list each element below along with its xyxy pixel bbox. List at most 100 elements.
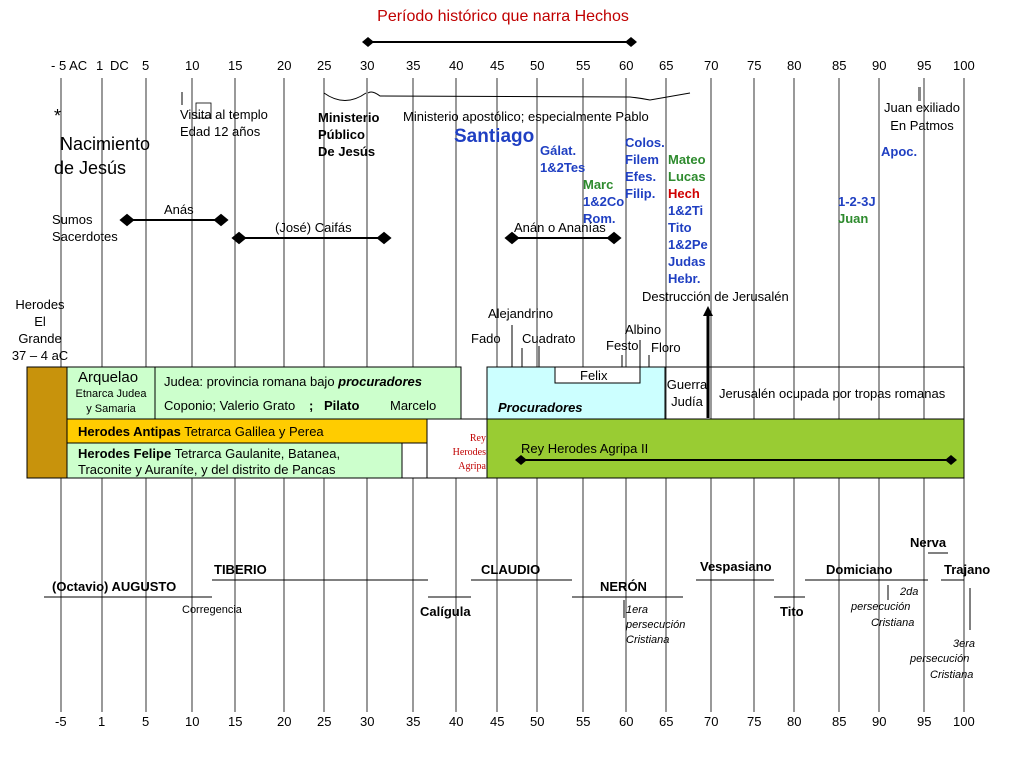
book-peter: 1&2Pe xyxy=(668,237,708,252)
procurator-festo: Festo xyxy=(606,338,639,353)
top-axis-tick: 15 xyxy=(228,58,243,73)
emperor-claudio: CLAUDIO xyxy=(481,562,541,577)
marcelo-label: Marcelo xyxy=(390,398,437,413)
judea-province-label: Judea: provincia romana bajo procuradore… xyxy=(164,374,422,389)
book-hebrews: Hebr. xyxy=(668,271,701,286)
top-axis-tick: 65 xyxy=(659,58,674,73)
herodes-line2: El xyxy=(34,314,46,329)
top-axis-tick: 70 xyxy=(704,58,719,73)
bottom-axis-tick: -5 xyxy=(55,714,67,729)
bottom-axis-tick: 100 xyxy=(953,714,975,729)
procuradores-italic: procuradores xyxy=(338,374,422,389)
persecution2-line3: Cristiana xyxy=(871,617,915,629)
book-galatians: Gálat. xyxy=(540,143,577,158)
top-axis-tick: - 5 AC xyxy=(51,58,88,73)
arquelao-sub2: y Samaria xyxy=(86,403,136,415)
book-timothy: 1&2Ti xyxy=(668,203,704,218)
ministry-line2: Público xyxy=(318,127,365,142)
book-matthew: Mateo xyxy=(668,152,706,167)
emperor-domiciano: Domiciano xyxy=(826,562,893,577)
santiago-label: Santiago xyxy=(454,126,535,147)
bottom-axis-tick: 15 xyxy=(228,714,243,729)
felix-box xyxy=(554,366,641,384)
bottom-axis-tick: 95 xyxy=(917,714,932,729)
felipe-block xyxy=(66,442,403,479)
felipe-gap xyxy=(401,442,428,479)
book-mark: Marc xyxy=(583,177,614,192)
bottom-axis-tick: 80 xyxy=(787,714,802,729)
agripa-i-block xyxy=(426,418,488,479)
judea-province-block xyxy=(154,366,462,420)
agripa-ii-label: Rey Herodes Agripa II xyxy=(521,441,649,456)
felipe-name: Herodes Felipe xyxy=(78,446,172,461)
bottom-axis-tick: 1 xyxy=(98,714,106,729)
agripa-ii-arrow xyxy=(515,455,957,465)
exile-line1: Juan exiliado xyxy=(884,100,960,115)
emperor-neron: NERÓN xyxy=(600,579,647,594)
ministry-line1: Ministerio xyxy=(318,110,380,125)
persecution1-line2: persecución xyxy=(626,619,686,631)
bottom-axis-tick: 5 xyxy=(142,714,150,729)
destruction-label: Destrucción de Jerusalén xyxy=(642,289,789,304)
book-corinthians: 1&2Co xyxy=(583,194,625,209)
bottom-axis-tick: 60 xyxy=(619,714,634,729)
exile-marker xyxy=(918,87,921,101)
top-axis-tick: 85 xyxy=(832,58,847,73)
emperor-tito: Tito xyxy=(780,604,804,619)
top-axis-tick: 55 xyxy=(576,58,591,73)
procurator-floro: Floro xyxy=(651,340,681,355)
antipas-name: Herodes Antipas xyxy=(78,424,181,439)
persecution1-line1: 1era xyxy=(626,604,649,616)
top-axis-tick: 35 xyxy=(406,58,421,73)
agripa-i-line3: Agripa xyxy=(458,461,486,472)
top-axis-tick: 75 xyxy=(747,58,762,73)
agripa-i-line1: Rey xyxy=(469,433,486,444)
priest-ananias: Anán o Ananías xyxy=(514,220,606,235)
top-axis-tick: 30 xyxy=(360,58,375,73)
temple-visit-line1: Visita al templo xyxy=(180,107,268,122)
priests-label-line2: Sacerdotes xyxy=(52,229,118,244)
ruler-blocks xyxy=(26,366,965,479)
book-jude: Judas xyxy=(668,254,706,269)
priest-anas: Anás xyxy=(164,202,194,217)
procurator-fado: Fado xyxy=(471,331,501,346)
top-axis-tick: 80 xyxy=(787,58,802,73)
procurator-cuadrato: Cuadrato xyxy=(522,331,576,346)
book-colossians: Colos. xyxy=(625,135,665,150)
arquelao-sub1: Etnarca Judea xyxy=(75,388,147,400)
top-axis-tick: 10 xyxy=(185,58,200,73)
book-philemon: Filem xyxy=(625,152,659,167)
top-axis-tick: 1 xyxy=(96,58,104,73)
herodes-line3: Grande xyxy=(18,331,62,346)
book-philippians: Filip. xyxy=(625,186,656,201)
destruction-arrow xyxy=(703,306,713,418)
herodes-line4: 37 – 4 aC xyxy=(11,348,69,363)
birth-label-line2: de Jesús xyxy=(54,158,127,178)
corregencia-label: Corregencia xyxy=(182,604,242,616)
procurator-albino: Albino xyxy=(625,322,662,337)
bottom-axis-tick: 20 xyxy=(277,714,292,729)
jerusalen-ocupada: Jerusalén ocupada por tropas romanas xyxy=(719,386,946,401)
antipas-label: Herodes Antipas Tetrarca Galilea y Perea xyxy=(78,424,324,439)
emperor-trajano: Trajano xyxy=(944,562,991,577)
bottom-axis-tick: 45 xyxy=(490,714,505,729)
bottom-axis-tick: 30 xyxy=(360,714,375,729)
persecution2-line1: 2da xyxy=(900,586,919,598)
persecution-ticks xyxy=(623,585,971,630)
ministry-brace xyxy=(181,91,691,105)
brace-small-box xyxy=(195,102,212,119)
bottom-axis-tick: 85 xyxy=(832,714,847,729)
judea-province-text: Judea: provincia romana bajo xyxy=(164,374,339,389)
agripa-ii-block xyxy=(486,418,965,479)
herodes-line1: Herodes xyxy=(15,297,65,312)
book-luke: Lucas xyxy=(668,169,706,184)
bottom-axis-tick: 10 xyxy=(185,714,200,729)
guerra-line1: Guerra xyxy=(666,377,708,392)
priest-caifas: (José) Caifás xyxy=(275,220,352,235)
bottom-axis-tick: 70 xyxy=(704,714,719,729)
priests-label-line1: Sumos xyxy=(52,212,93,227)
book-ephesians: Efes. xyxy=(625,169,657,184)
emperor-nerva: Nerva xyxy=(910,535,947,550)
acts-period-arrow xyxy=(362,37,637,47)
